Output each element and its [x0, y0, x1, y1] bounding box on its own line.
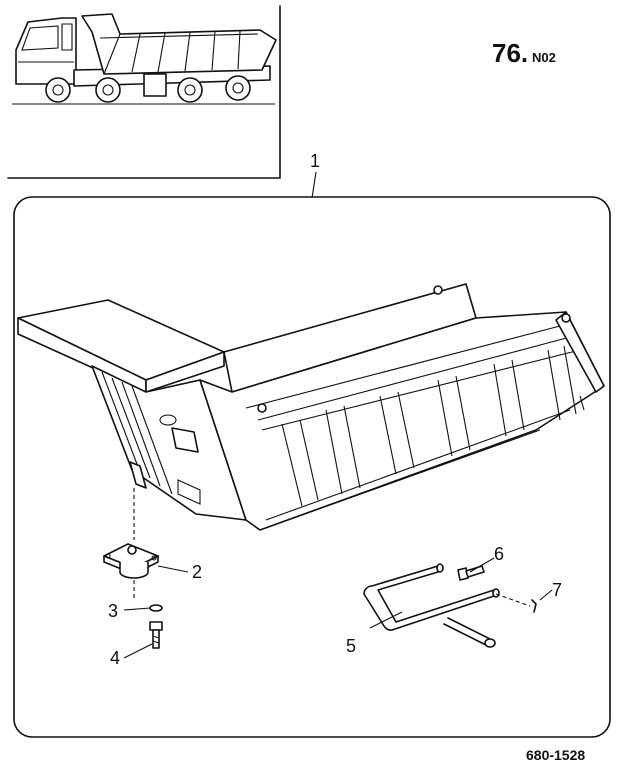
callout-7: 7 — [552, 580, 562, 600]
tipper-body-icon — [17, 283, 605, 531]
mounting-bracket-icon — [103, 543, 159, 579]
callout-5-leader — [369, 611, 403, 629]
callout-4: 4 — [110, 648, 120, 668]
callout-4-leader — [123, 643, 153, 659]
pin-icon — [457, 565, 485, 581]
callout-1-leader — [311, 171, 317, 199]
dump-truck-icon — [12, 13, 277, 105]
prop-rod-icon — [363, 563, 500, 648]
callout-7-leader — [539, 589, 553, 601]
page-number-suffix: N02 — [532, 50, 556, 65]
callout-2-leader — [157, 565, 189, 573]
callout-2: 2 — [192, 562, 202, 582]
callout-6-leader — [469, 557, 495, 573]
washer-icon — [149, 604, 163, 612]
vehicle-thumbnail — [7, 5, 281, 179]
bolt-icon — [149, 621, 163, 649]
cotter-pin-icon — [531, 599, 537, 613]
callout-6: 6 — [494, 544, 504, 564]
callout-1: 1 — [310, 151, 320, 171]
drawing-number: 680-1528 — [526, 747, 585, 763]
callout-3: 3 — [108, 601, 118, 621]
page-number: 76. — [492, 38, 528, 68]
assembly-frame — [13, 196, 611, 738]
callout-3-leader — [123, 607, 151, 611]
callout-5: 5 — [346, 636, 356, 656]
